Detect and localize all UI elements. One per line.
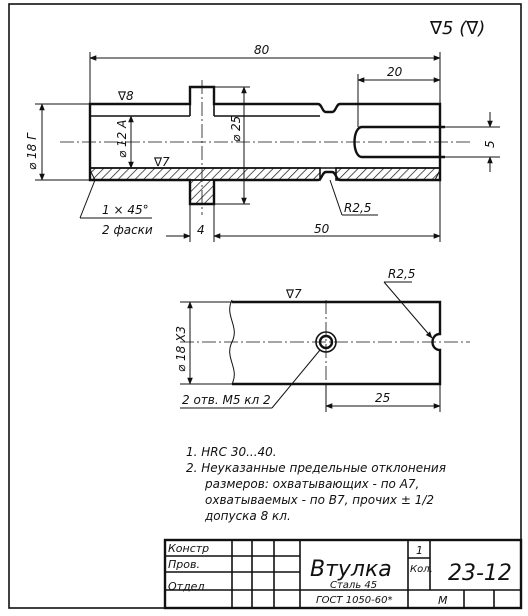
dim-diameter-bore: ⌀ 12 А bbox=[115, 120, 129, 158]
note-line-1: 1. HRC 30...40. bbox=[186, 445, 277, 459]
note-chamfer-count: 2 фаски bbox=[102, 223, 153, 237]
note-line-5: допуска 8 кл. bbox=[204, 509, 291, 523]
technical-notes: 1. HRC 30...40. 2. Неуказанные предельны… bbox=[186, 445, 446, 523]
dim-radius-bottom: R2,5 bbox=[388, 267, 415, 281]
dim-length-right: 50 bbox=[314, 222, 330, 236]
drawing-number: 23-12 bbox=[448, 561, 512, 586]
dim-radius-front: R2,5 bbox=[344, 201, 371, 215]
dim-length-slot: 20 bbox=[387, 65, 403, 79]
dim-slot-width: 5 bbox=[483, 140, 497, 148]
dim-diameter-outer: ⌀ 18 Г bbox=[25, 132, 39, 170]
note-line-3: размеров: охватывающих - по А7, bbox=[204, 477, 419, 491]
front-view bbox=[60, 80, 470, 215]
bottom-view bbox=[180, 299, 470, 390]
dim-length-bottom: 25 bbox=[375, 391, 390, 405]
hatched-section-bottom bbox=[89, 167, 321, 181]
general-roughness: ∇5 (∇) bbox=[429, 18, 485, 39]
tb-qty-label: Кол. bbox=[410, 564, 433, 575]
tb-row-checker: Пров. bbox=[168, 558, 200, 571]
title-block bbox=[163, 538, 523, 610]
dim-flange-width: 4 bbox=[197, 223, 205, 237]
dim-diameter-bottom: ⌀ 18 Х3 bbox=[174, 326, 188, 372]
tb-material-1: Сталь 45 bbox=[330, 580, 377, 591]
part-name: Втулка bbox=[310, 557, 392, 582]
dim-length-total: 80 bbox=[254, 43, 270, 57]
note-holes: 2 отв. М5 кл 2 bbox=[182, 393, 271, 407]
note-chamfer: 1 × 45° bbox=[102, 203, 149, 217]
roughness-bore: ∇7 bbox=[153, 155, 170, 169]
tb-qty: 1 bbox=[416, 544, 423, 557]
dim-diameter-flange: ⌀ 25 bbox=[229, 116, 243, 142]
tb-row-dept: Отдел bbox=[168, 580, 204, 593]
roughness-outer: ∇8 bbox=[117, 89, 134, 103]
note-line-4: охватываемых - по В7, прочих ± 1/2 bbox=[205, 493, 434, 507]
tapped-hole bbox=[315, 331, 337, 353]
tb-material-2: ГОСТ 1050-60* bbox=[316, 595, 393, 606]
roughness-bottom: ∇7 bbox=[285, 287, 302, 301]
note-line-2: 2. Неуказанные предельные отклонения bbox=[186, 461, 446, 475]
tb-row-designer: Констр bbox=[168, 542, 209, 555]
tb-scale: М bbox=[438, 594, 448, 607]
